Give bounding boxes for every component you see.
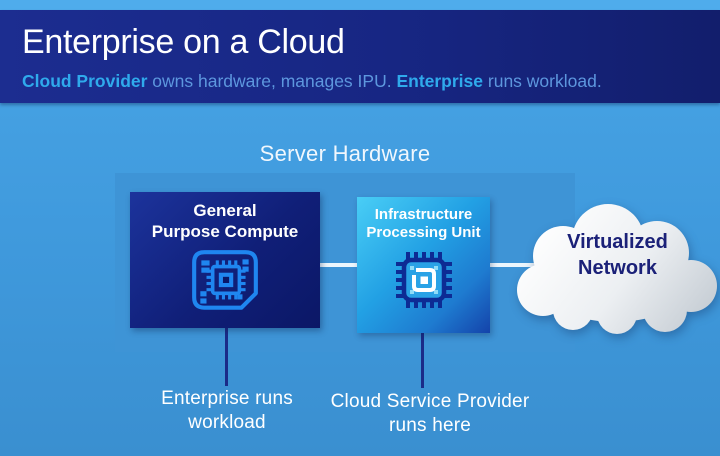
virtualized-network-cloud — [517, 204, 717, 334]
virtualized-network-label: Virtualized Network — [535, 229, 700, 281]
infrastructure-processing-unit-box: Infrastructure Processing Unit — [357, 197, 490, 333]
gpc-label-line2: Purpose Compute — [151, 221, 299, 241]
connector-ipu-to-cloud — [490, 263, 548, 267]
connector-gpc-to-ipu — [320, 263, 358, 267]
ipu-caption-line2: runs here — [388, 415, 472, 436]
gpc-box-label: General Purpose Compute — [130, 201, 320, 242]
gpc-caption-line2: workload — [188, 412, 266, 433]
subtitle-text-2: runs workload. — [483, 71, 602, 91]
gpc-label-line1: General — [193, 201, 257, 220]
header-band: Enterprise on a Cloud Cloud Provider own… — [0, 10, 720, 103]
gpc-caption-line1: Enterprise runs — [161, 388, 293, 409]
top-accent-strip — [0, 0, 720, 10]
ipu-caption-line1: Cloud Service Provider — [330, 391, 530, 412]
ipu-chip-icon — [395, 251, 452, 308]
subtitle-cloud-provider: Cloud Provider — [22, 71, 148, 91]
ipu-caption: Cloud Service Provider runs here — [305, 390, 555, 438]
ipu-label-line2: Processing Unit — [366, 224, 481, 242]
connector-ipu-to-caption — [421, 333, 424, 388]
page-title: Enterprise on a Cloud — [22, 23, 345, 61]
cloud-label-line1: Virtualized — [567, 231, 668, 253]
subtitle-enterprise: Enterprise — [396, 71, 484, 91]
ipu-box-label: Infrastructure Processing Unit — [357, 206, 490, 243]
ipu-label-line1: Infrastructure — [374, 206, 473, 223]
gpc-caption: Enterprise runs workload — [117, 387, 337, 435]
server-hardware-label: Server Hardware — [259, 141, 431, 166]
page-subtitle: Cloud Provider owns hardware, manages IP… — [22, 71, 602, 92]
cpu-chip-icon — [192, 250, 258, 311]
general-purpose-compute-box: General Purpose Compute — [130, 192, 320, 328]
cloud-label-line2: Network — [578, 257, 657, 279]
connector-gpc-to-caption — [225, 328, 228, 386]
subtitle-text-1: owns hardware, manages IPU. — [147, 71, 397, 91]
